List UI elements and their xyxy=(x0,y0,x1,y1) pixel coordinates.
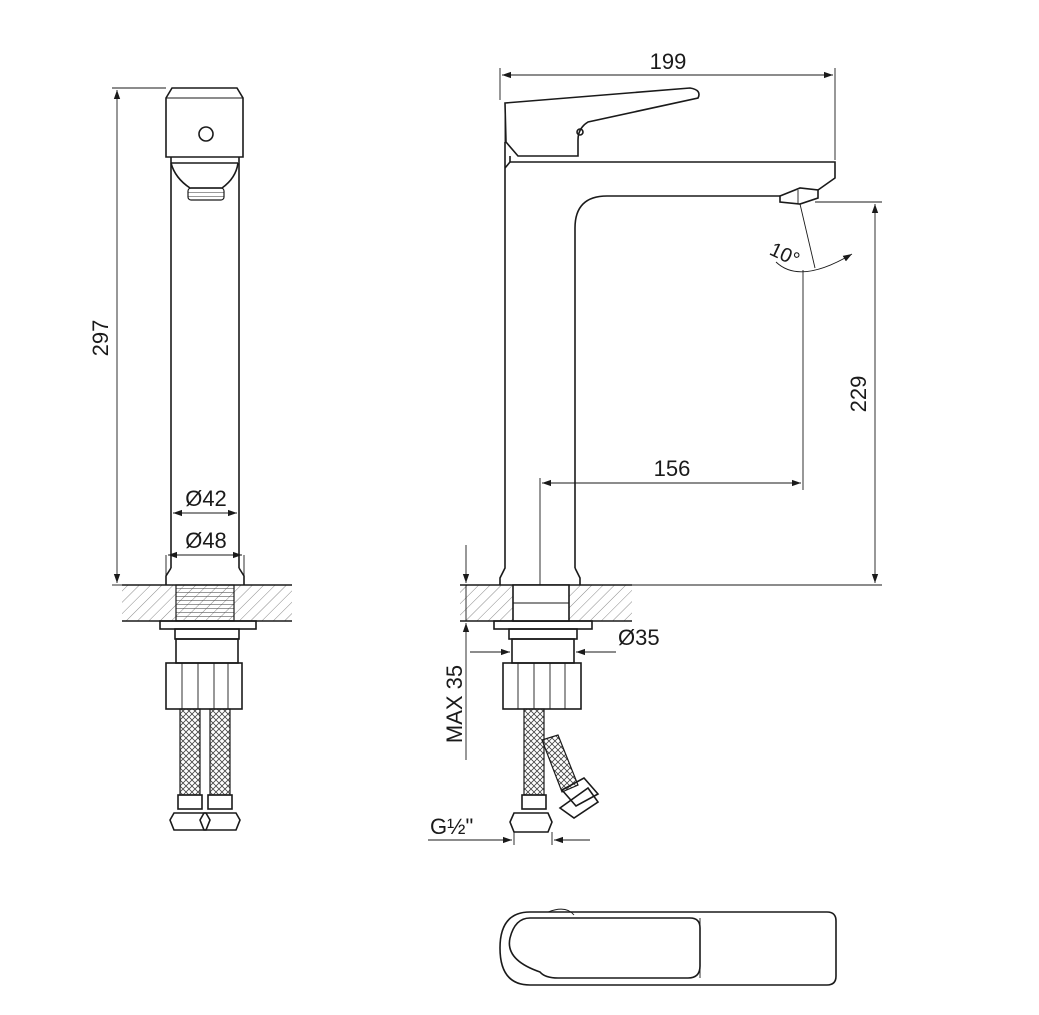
front-supply-hoses xyxy=(169,708,241,831)
label-mount-hole: Ø35 xyxy=(618,625,660,650)
dim-tilt-angle: 10° xyxy=(766,203,853,273)
dim-max-thickness: MAX 35 xyxy=(442,545,470,760)
label-body-diameter: Ø42 xyxy=(185,486,227,511)
dim-base-diameter: Ø48 xyxy=(165,528,245,576)
label-base-diameter: Ø48 xyxy=(185,528,227,553)
dim-body-diameter: Ø42 xyxy=(173,486,237,517)
front-countertop xyxy=(122,584,292,622)
label-tilt-angle: 10° xyxy=(766,239,803,272)
side-body-spout xyxy=(499,142,836,585)
label-spout-reach: 156 xyxy=(654,456,691,481)
top-view xyxy=(499,908,837,986)
side-supply-hoses xyxy=(509,708,600,833)
dim-spout-reach: 156 xyxy=(539,270,804,585)
dim-mount-hole: Ø35 xyxy=(470,625,660,656)
front-view: 297 Ø42 Ø48 xyxy=(88,87,292,831)
front-handle-head xyxy=(165,87,244,158)
label-max-thickness: MAX 35 xyxy=(442,665,467,743)
label-overall-length: 199 xyxy=(650,49,687,74)
dim-total-height: 297 xyxy=(88,87,166,586)
dim-overall-length: 199 xyxy=(499,49,836,160)
dim-spout-height: 229 xyxy=(632,201,882,586)
side-view: 199 229 156 10° Ø35 xyxy=(428,49,882,845)
label-connection-thread: G½" xyxy=(430,814,473,839)
label-spout-height: 229 xyxy=(846,376,871,413)
front-mounting-nut xyxy=(159,620,257,710)
label-total-height: 297 xyxy=(88,320,113,357)
side-lever-handle xyxy=(504,87,700,157)
dim-connection-thread: G½" xyxy=(428,814,590,845)
side-mounting-nut xyxy=(493,620,593,710)
front-body xyxy=(165,157,245,585)
side-countertop xyxy=(460,584,632,622)
